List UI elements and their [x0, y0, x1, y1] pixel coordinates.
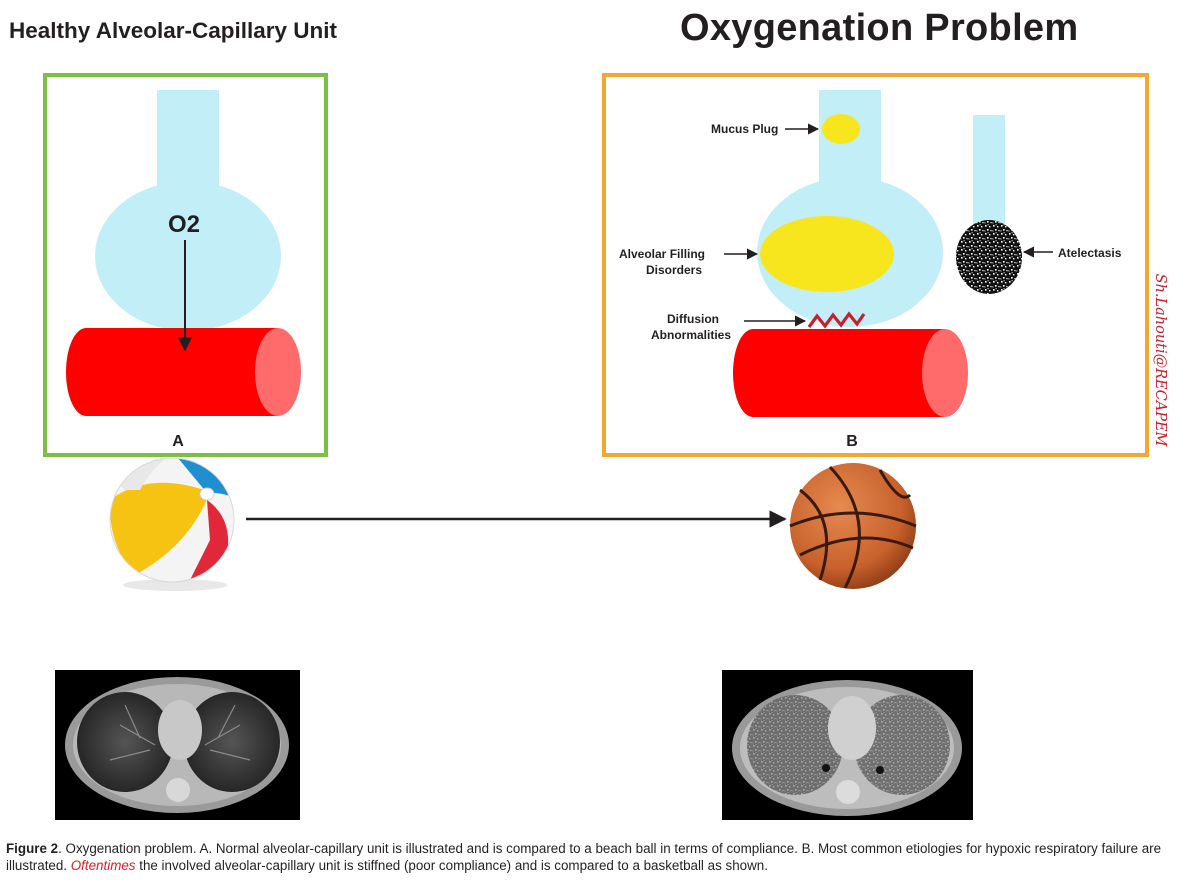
panel-a-label: A [172, 433, 184, 450]
problem-frame [602, 73, 1149, 457]
caption-text-2: the involved alveolar-capillary unit is … [135, 857, 768, 873]
capillary-b [733, 329, 968, 417]
author-watermark: Sh.Lahouti@RECAPEM [1152, 273, 1168, 447]
capillary-a [66, 328, 301, 416]
o2-label: O2 [168, 211, 200, 238]
figure-caption: Figure 2. Oxygenation problem. A. Normal… [6, 841, 1192, 874]
healthy-unit-title: Healthy Alveolar-Capillary Unit [9, 18, 338, 43]
alveolar-filling [760, 216, 894, 292]
panel-b-label: B [846, 433, 858, 450]
mucus-plug-label: Mucus Plug [711, 122, 778, 136]
panel-a: O2 A [43, 73, 328, 457]
diffusion-zigzag [807, 311, 866, 329]
normal-alveolus [95, 90, 281, 331]
diffusion-label-2: Abnormalities [651, 328, 731, 342]
abnormal-chest-ct [722, 670, 973, 820]
caption-text-1: . Oxygenation problem. A. Normal alveola… [6, 841, 1162, 873]
oxygenation-problem-title: Oxygenation Problem [680, 7, 1079, 49]
basketball-icon [789, 463, 917, 589]
collapsed-alveolus [956, 115, 1022, 294]
normal-chest-ct [55, 670, 300, 820]
alveolar-filling-label-1: Alveolar Filling [619, 247, 705, 261]
alveolar-filling-label-2: Disorders [646, 263, 702, 277]
diffusion-label-1: Diffusion [667, 312, 719, 326]
caption-highlight: Oftentimes [70, 857, 136, 873]
caption-figure-number: Figure 2 [6, 841, 59, 856]
beach-ball-icon [109, 457, 235, 591]
panel-b: Mucus Plug Alveolar Filling Disorders At… [602, 73, 1149, 457]
mucus-plug [822, 114, 860, 144]
healthy-frame [43, 73, 328, 457]
atelectasis-label: Atelectasis [1058, 246, 1122, 260]
